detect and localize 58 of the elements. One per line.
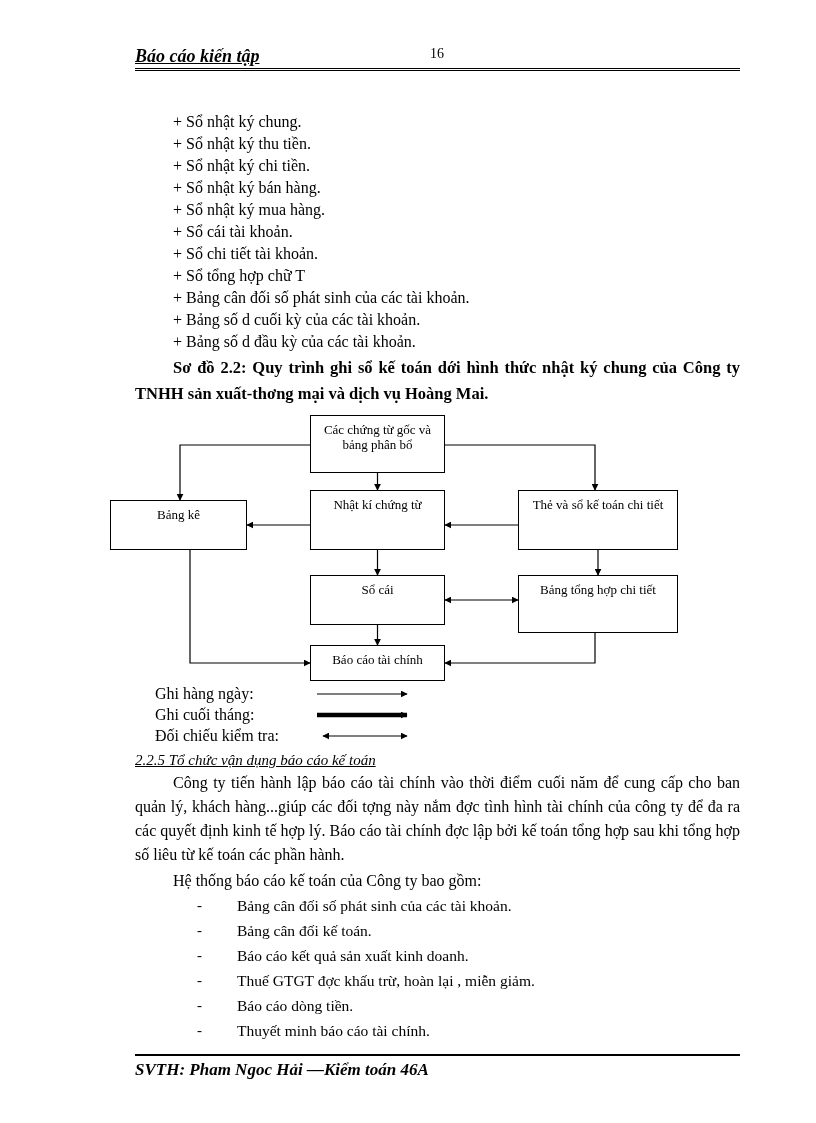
process-box (310, 645, 445, 681)
list-dash: - (197, 897, 203, 914)
box-label: Báo cáo tài chính (332, 652, 423, 667)
arrow (176, 444, 311, 501)
list-item: Thuyết minh báo cáo tài chính. (237, 1021, 430, 1040)
list-item: + Sổ nhật ký chi tiền. (173, 157, 310, 174)
process-box (310, 575, 445, 625)
box-label: Nhật kí chứng từ (333, 497, 422, 512)
list-dash: - (197, 922, 203, 939)
list-dash: - (197, 972, 203, 989)
arrow (444, 521, 519, 529)
diagram-title: Sơ đồ 2.2: Quy trình ghi sổ kế toán dới hình thức nhật ký chung của Công ty TNHH sản xuất-thơng mại và dịch vụ Hoàng Mai. (135, 357, 740, 405)
list-item: + Sổ tổng hợp chữ T (173, 267, 306, 284)
list-item: Bảng cân đối kế toán. (237, 921, 372, 940)
process-box (110, 500, 247, 550)
list-dash: - (197, 997, 203, 1014)
process-box (310, 490, 445, 550)
legend-label: Đối chiếu kiểm tra: (155, 726, 280, 745)
list-item: + Sổ nhật ký bán hàng. (173, 179, 321, 196)
arrow (374, 472, 381, 491)
list-item: + Sổ cái tài khoản. (173, 223, 293, 240)
box-label: Các chứng từ gốc và bảng phân bổ (322, 422, 433, 452)
legend-label: Ghi cuối tháng: (155, 705, 256, 724)
list-item: Bảng cân đối số phát sinh của các tài khoản. (237, 896, 512, 915)
process-box (518, 490, 678, 550)
arrow (246, 521, 311, 529)
list-item: + Sổ nhật ký mua hàng. (173, 201, 326, 218)
page-number: 16 (430, 46, 444, 62)
footer-text: SVTH: Pham Ngoc Hải —Kiểm toán 46A (135, 1060, 429, 1079)
arrow (444, 444, 599, 491)
list-dash: - (197, 947, 203, 964)
arrow (374, 549, 381, 576)
list-dash: - (197, 1022, 203, 1039)
arrow (189, 549, 311, 667)
process-box (310, 415, 445, 473)
list-item: + Bảng số d cuối kỳ của các tài khoản. (173, 311, 421, 328)
process-box (518, 575, 678, 633)
legend-label: Ghi hàng ngày: (155, 684, 255, 703)
header-title: Báo cáo kiến tập (135, 46, 260, 67)
list-item: + Sổ nhật ký thu tiền. (173, 135, 311, 152)
list-item: + Bảng cân đối số phát sinh của các tài khoản. (173, 289, 470, 306)
list-item: + Bảng số d đầu kỳ của các tài khoản. (173, 333, 416, 350)
arrow (374, 624, 381, 646)
arrow (444, 632, 596, 667)
box-label: Sổ cái (361, 582, 394, 597)
list-item: Báo cáo dòng tiền. (237, 996, 354, 1015)
box-label: Bảng kê (157, 507, 200, 522)
box-label: Thẻ và sổ kế toán chi tiết (532, 497, 664, 512)
list-item: Thuế GTGT đợc khấu trừ, hoàn lại , miễn giảm. (237, 971, 535, 990)
list-item: + Sổ chi tiết tài khoản. (173, 245, 318, 262)
arrow (594, 549, 602, 576)
arrow (444, 596, 519, 604)
paragraph: Công ty tiến hành lập báo cáo tài chính vào thời điểm cuối năm để cung cấp cho ban quản lý, khách hàng...giúp các đối tợng này nắm đợc tình hình tài chính của công ty để đa ra các quyết định kinh tế hợp lý. Báo cáo tài chính đợc lập bởi kế toán tổng hợp sau khi tổng hợp số liêu từ kế toán các phần hành. (135, 773, 740, 866)
section-heading: 2.2.5 Tổ chức vận dụng báo cáo kế toán (135, 752, 377, 769)
list-item: + Sổ nhật ký chung. (173, 113, 302, 130)
box-label: Bảng tổng hợp chi tiết (540, 582, 656, 597)
paragraph: Hệ thống báo cáo kế toán của Công ty bao gồm: (172, 871, 483, 892)
list-item: Báo cáo kết quả sản xuất kinh doanh. (237, 946, 469, 965)
